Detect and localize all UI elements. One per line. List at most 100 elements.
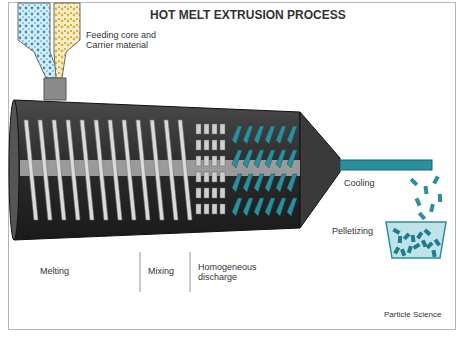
mixing-elements <box>196 124 225 214</box>
mixing-pin <box>196 188 201 198</box>
screw-flight <box>66 120 80 220</box>
pellet <box>400 248 406 256</box>
zone-label: Homogeneous discharge <box>198 262 268 283</box>
pellet-tray <box>386 222 446 258</box>
carrier-hopper <box>54 3 80 78</box>
kneading-element <box>232 198 242 216</box>
kneading-blocks <box>232 126 297 216</box>
frame <box>9 3 456 330</box>
mixing-pin <box>212 140 217 150</box>
mixing-pin <box>212 172 217 182</box>
screw-flight <box>38 120 52 220</box>
mixing-pin <box>220 172 225 182</box>
screw-flight <box>136 120 150 220</box>
pellet <box>434 238 441 246</box>
feed-throat <box>44 78 66 100</box>
kneading-element <box>243 174 253 192</box>
kneading-element <box>254 126 264 144</box>
screw-flight <box>94 120 108 220</box>
screw-flights <box>24 120 192 220</box>
extruder-barrel <box>14 100 300 240</box>
mixing-pin <box>196 124 201 134</box>
mixing-pin <box>204 140 209 150</box>
pellet <box>432 176 439 185</box>
mixing-pin <box>212 156 217 166</box>
screw-flight <box>164 120 178 220</box>
kneading-element <box>232 126 242 144</box>
barrel-end <box>9 100 19 240</box>
feed-label: Feeding core and Carrier material <box>86 30 164 51</box>
kneading-element <box>287 150 297 168</box>
pellet <box>438 194 442 202</box>
pellet <box>423 229 431 237</box>
pellet <box>398 236 402 243</box>
kneading-element <box>254 150 264 168</box>
pellet <box>410 178 418 186</box>
mixing-pin <box>196 172 201 182</box>
screw-flight <box>80 120 94 220</box>
mixing-pin <box>196 140 201 150</box>
kneading-element <box>254 174 264 192</box>
credit-label: Particle Science <box>384 310 454 319</box>
diagram-title: HOT MELT EXTRUSION PROCESS <box>150 8 346 22</box>
die-cone <box>300 112 340 228</box>
pellet <box>392 228 400 235</box>
screw-flight <box>52 120 66 220</box>
mixing-pin <box>220 156 225 166</box>
mixing-pin <box>204 124 209 134</box>
pellet <box>403 232 411 240</box>
cooling-strand <box>340 160 432 170</box>
pellet <box>418 212 426 221</box>
pellet <box>421 239 428 247</box>
pellet <box>423 186 428 194</box>
kneading-element <box>287 126 297 144</box>
mixing-pin <box>204 204 209 214</box>
pellet <box>432 250 437 258</box>
pellet <box>407 246 413 254</box>
pellets <box>410 176 442 221</box>
mixing-pin <box>204 172 209 182</box>
screw-flight <box>122 120 136 220</box>
pellet <box>415 198 422 207</box>
kneading-element <box>243 198 253 216</box>
screw-flight <box>178 120 192 220</box>
screw-flight <box>24 120 38 220</box>
kneading-element <box>287 174 297 192</box>
kneading-element <box>243 126 253 144</box>
pellet <box>411 235 416 242</box>
mixing-pin <box>220 124 225 134</box>
kneading-element <box>265 174 275 192</box>
zone-divider <box>140 252 141 292</box>
kneading-element <box>232 174 242 192</box>
kneading-element <box>265 126 275 144</box>
pellet <box>429 204 435 213</box>
step-label: Pelletizing <box>332 226 384 236</box>
mixing-pin <box>220 188 225 198</box>
kneading-element <box>254 198 264 216</box>
mixing-pin <box>196 204 201 214</box>
kneading-element <box>265 150 275 168</box>
kneading-element <box>232 150 242 168</box>
kneading-element <box>276 198 286 216</box>
pellet <box>393 246 400 254</box>
tray-pellets <box>392 228 441 258</box>
mixing-pin <box>212 204 217 214</box>
screw-flight <box>150 120 164 220</box>
mixing-pin <box>204 156 209 166</box>
zone-label: Mixing <box>148 266 188 276</box>
mixing-pin <box>212 124 217 134</box>
kneading-element <box>287 198 297 216</box>
step-label: Cooling <box>344 178 394 188</box>
kneading-element <box>276 150 286 168</box>
kneading-element <box>243 150 253 168</box>
mixing-pin <box>204 188 209 198</box>
screw-flight <box>108 120 122 220</box>
mixing-pin <box>220 140 225 150</box>
mixing-pin <box>220 204 225 214</box>
kneading-element <box>276 174 286 192</box>
pellet <box>413 243 421 250</box>
kneading-element <box>276 126 286 144</box>
zone-divider <box>190 252 191 292</box>
